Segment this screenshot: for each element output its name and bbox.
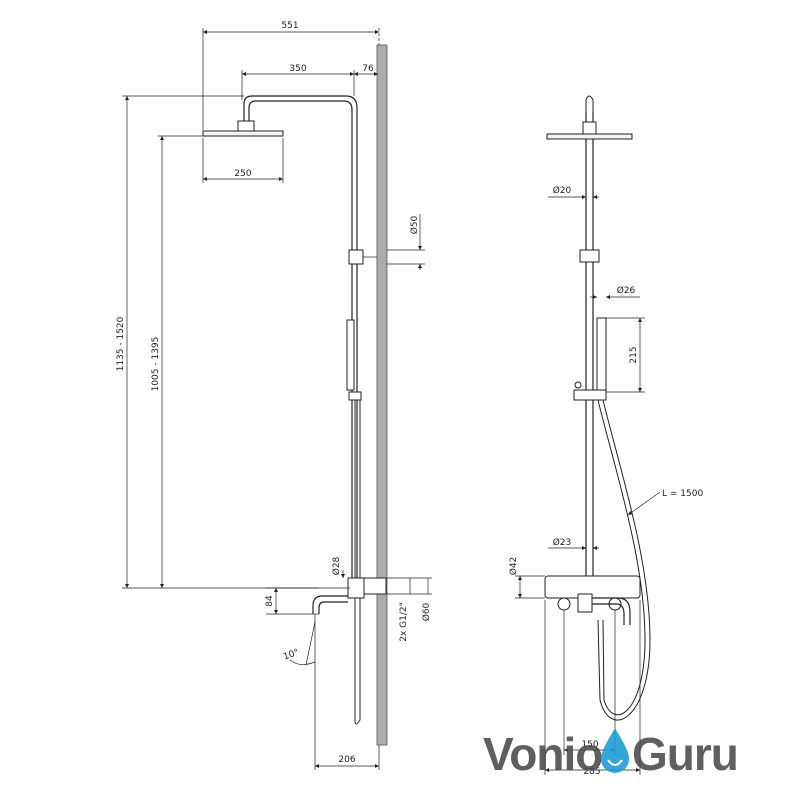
- bath-spout: [312, 595, 348, 614]
- dim-body-diameter: Ø60: [421, 602, 432, 621]
- hand-shower: [346, 319, 355, 391]
- dim-tube-diameter: Ø28: [331, 556, 342, 575]
- dim-head-diameter: 250: [234, 169, 251, 179]
- front-holder: [573, 389, 607, 401]
- dim-lower-tube-diameter: Ø23: [553, 537, 572, 548]
- shower-head: [202, 130, 284, 137]
- mixer-body: [347, 577, 365, 599]
- front-arm-top: [585, 95, 594, 112]
- front-hand-shower: [596, 317, 607, 393]
- front-spout-joint: [577, 593, 593, 613]
- head-connector: [237, 120, 255, 132]
- front-view: Ø20 Ø26 215 L = 1500 Ø23 Ø42 150 285: [508, 95, 703, 777]
- watermark-logo: Vonio Guru: [483, 728, 739, 780]
- front-riser: [585, 112, 594, 585]
- wall-bracket: [348, 249, 364, 265]
- wall: [376, 44, 388, 746]
- dim-riser-diameter: Ø20: [553, 185, 572, 196]
- dim-width-total: 551: [281, 21, 298, 31]
- dim-height-total: 1135 - 1520: [116, 316, 126, 371]
- front-holder-knob: [574, 381, 582, 389]
- front-spout: [590, 597, 631, 625]
- dim-angle: 10°: [282, 648, 300, 663]
- wall-connection: [363, 577, 387, 595]
- dim-mixer-spacing: 150: [581, 740, 598, 750]
- dim-wall-offset: 76: [362, 64, 374, 74]
- dim-connection: 2x G1/2": [399, 602, 409, 642]
- dim-mixer-width: 285: [583, 767, 600, 777]
- dim-hose-length: L = 1500: [662, 489, 703, 499]
- dim-handshower-length: 215: [629, 346, 639, 363]
- dim-spout-length: 206: [338, 755, 355, 765]
- watermark-part2: Guru: [632, 728, 738, 780]
- dim-height-head: 1005 - 1395: [151, 337, 161, 392]
- shower-arm: [243, 95, 358, 122]
- front-mixer-handle-left: [557, 597, 571, 611]
- hose: [354, 400, 361, 725]
- dim-arm-length: 350: [289, 64, 306, 74]
- side-view: 551 350 76 250 1135 - 1520 1005 - 1395 Ø…: [116, 21, 432, 770]
- front-shower-head: [546, 133, 633, 140]
- front-hose: [597, 399, 651, 721]
- dim-mixer-diameter: Ø42: [508, 557, 519, 576]
- watermark-part1: Vonio: [483, 728, 602, 780]
- front-wall-bracket: [579, 249, 600, 263]
- dim-bracket-diameter: Ø50: [409, 215, 420, 234]
- water-drop-icon: [601, 728, 629, 773]
- dim-spout-height: 84: [265, 595, 275, 607]
- hand-shower-holder: [348, 391, 362, 401]
- front-head-connector: [582, 121, 597, 135]
- dim-handshower-diameter: Ø26: [617, 285, 636, 296]
